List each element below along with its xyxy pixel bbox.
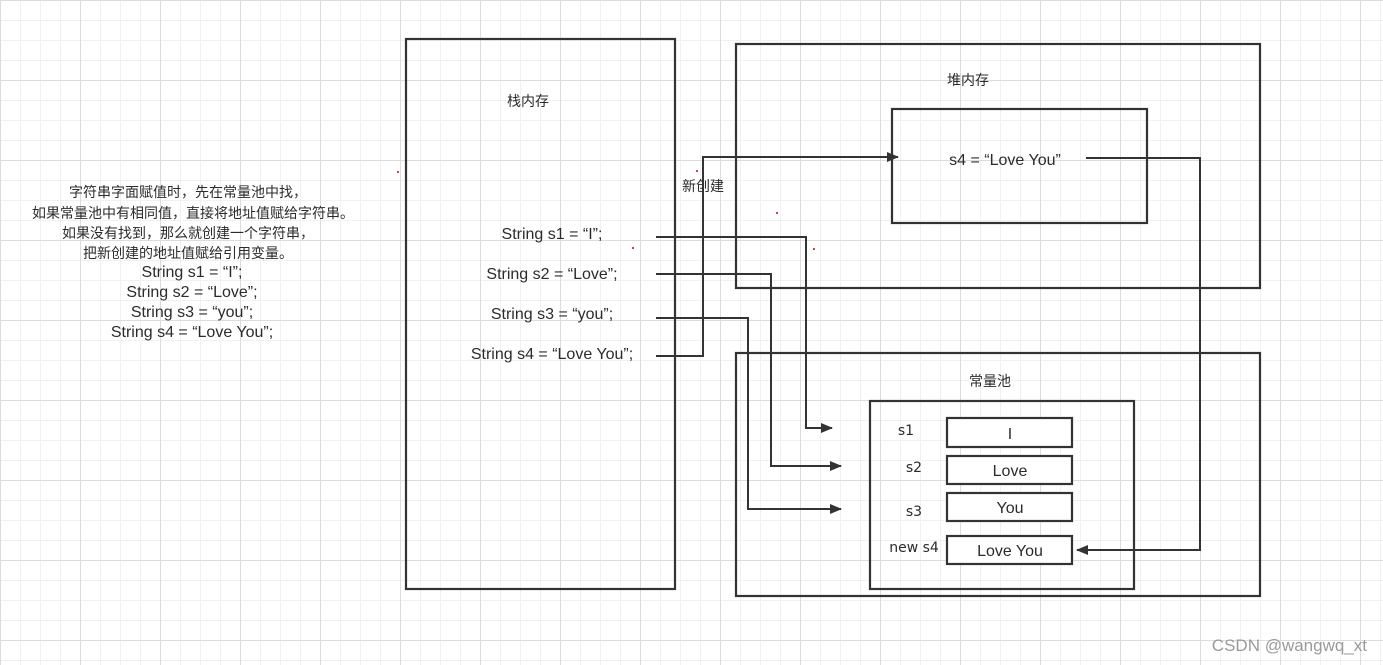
pool-entry-value-s4: Love You [977, 543, 1043, 560]
note-line-5: String s1 = “I”; [142, 264, 243, 281]
stack-statement-s4: String s4 = “Love You”; [471, 346, 633, 363]
stack-statement-s2: String s2 = “Love”; [486, 266, 617, 283]
stray-dot [632, 247, 634, 249]
heap-memory: 堆内存 s4 = “Love You” [734, 42, 1262, 290]
stack-memory-box [404, 37, 677, 591]
note-line-1: 字符串字面赋值时，先在常量池中找， [69, 185, 307, 201]
pool-entry-value-s3: You [997, 500, 1024, 517]
pool-entry-cell-s1 [945, 416, 1074, 449]
stray-dot [696, 170, 698, 172]
pool-entry-cell-s4 [945, 534, 1074, 566]
stack-memory-title: 栈内存 [507, 94, 549, 110]
pool-entry-value-s1: I [1008, 426, 1012, 443]
pool-entry-name-s3: s3 [906, 504, 922, 520]
note-line-8: String s4 = “Love You”; [111, 324, 273, 341]
stray-dot [776, 212, 778, 214]
heap-memory-title: 堆内存 [947, 73, 989, 89]
arrow-s2-to-pool [656, 273, 842, 471]
stack-statement-s1: String s1 = “I”; [502, 226, 603, 243]
pool-entry-cell-s3 [945, 491, 1074, 523]
stack-memory: 栈内存 String s1 = “I”; String s2 = “Love”;… [404, 37, 677, 591]
pool-entry-name-s2: s2 [906, 460, 922, 476]
arrow-heap-to-pool [1076, 157, 1201, 555]
heap-object-label: s4 = “Love You” [949, 152, 1061, 169]
note-line-4: 把新创建的地址值赋给引用变量。 [83, 246, 293, 262]
constant-pool-title: 常量池 [969, 374, 1011, 390]
arrow-s4-to-heap [656, 152, 899, 357]
constant-pool-inner-box [868, 399, 1136, 591]
stray-dot [813, 248, 815, 250]
note-line-6: String s2 = “Love”; [126, 284, 257, 301]
pool-entry-cell-s2 [945, 454, 1074, 486]
note-line-3: 如果没有找到，那么就创建一个字符串， [62, 226, 314, 242]
arrow-s3-to-pool [656, 317, 842, 514]
note-line-2: 如果常量池中有相同值，直接将地址值赋给字符串。 [32, 205, 354, 222]
heap-memory-box [734, 42, 1262, 290]
stack-statement-s3: String s3 = “you”; [491, 306, 613, 323]
reference-arrows [656, 152, 1201, 555]
stray-dots [397, 170, 815, 250]
heap-object-box [890, 107, 1149, 225]
constant-pool-box [734, 351, 1262, 598]
pool-entry-name-s1: s1 [898, 423, 914, 439]
stray-dot [397, 171, 399, 173]
explanation-note: 字符串字面赋值时，先在常量池中找， 如果常量池中有相同值，直接将地址值赋给字符串… [32, 185, 354, 341]
arrow-s1-to-pool [656, 236, 833, 433]
watermark: CSDN @wangwq_xt [1212, 636, 1367, 655]
pool-entry-value-s2: Love [993, 463, 1028, 480]
note-line-7: String s3 = “you”; [131, 304, 253, 321]
constant-pool: 常量池 s1 I s2 Love s3 You new s4 Love You [734, 351, 1262, 598]
pool-entry-name-s4: new s4 [889, 540, 939, 556]
